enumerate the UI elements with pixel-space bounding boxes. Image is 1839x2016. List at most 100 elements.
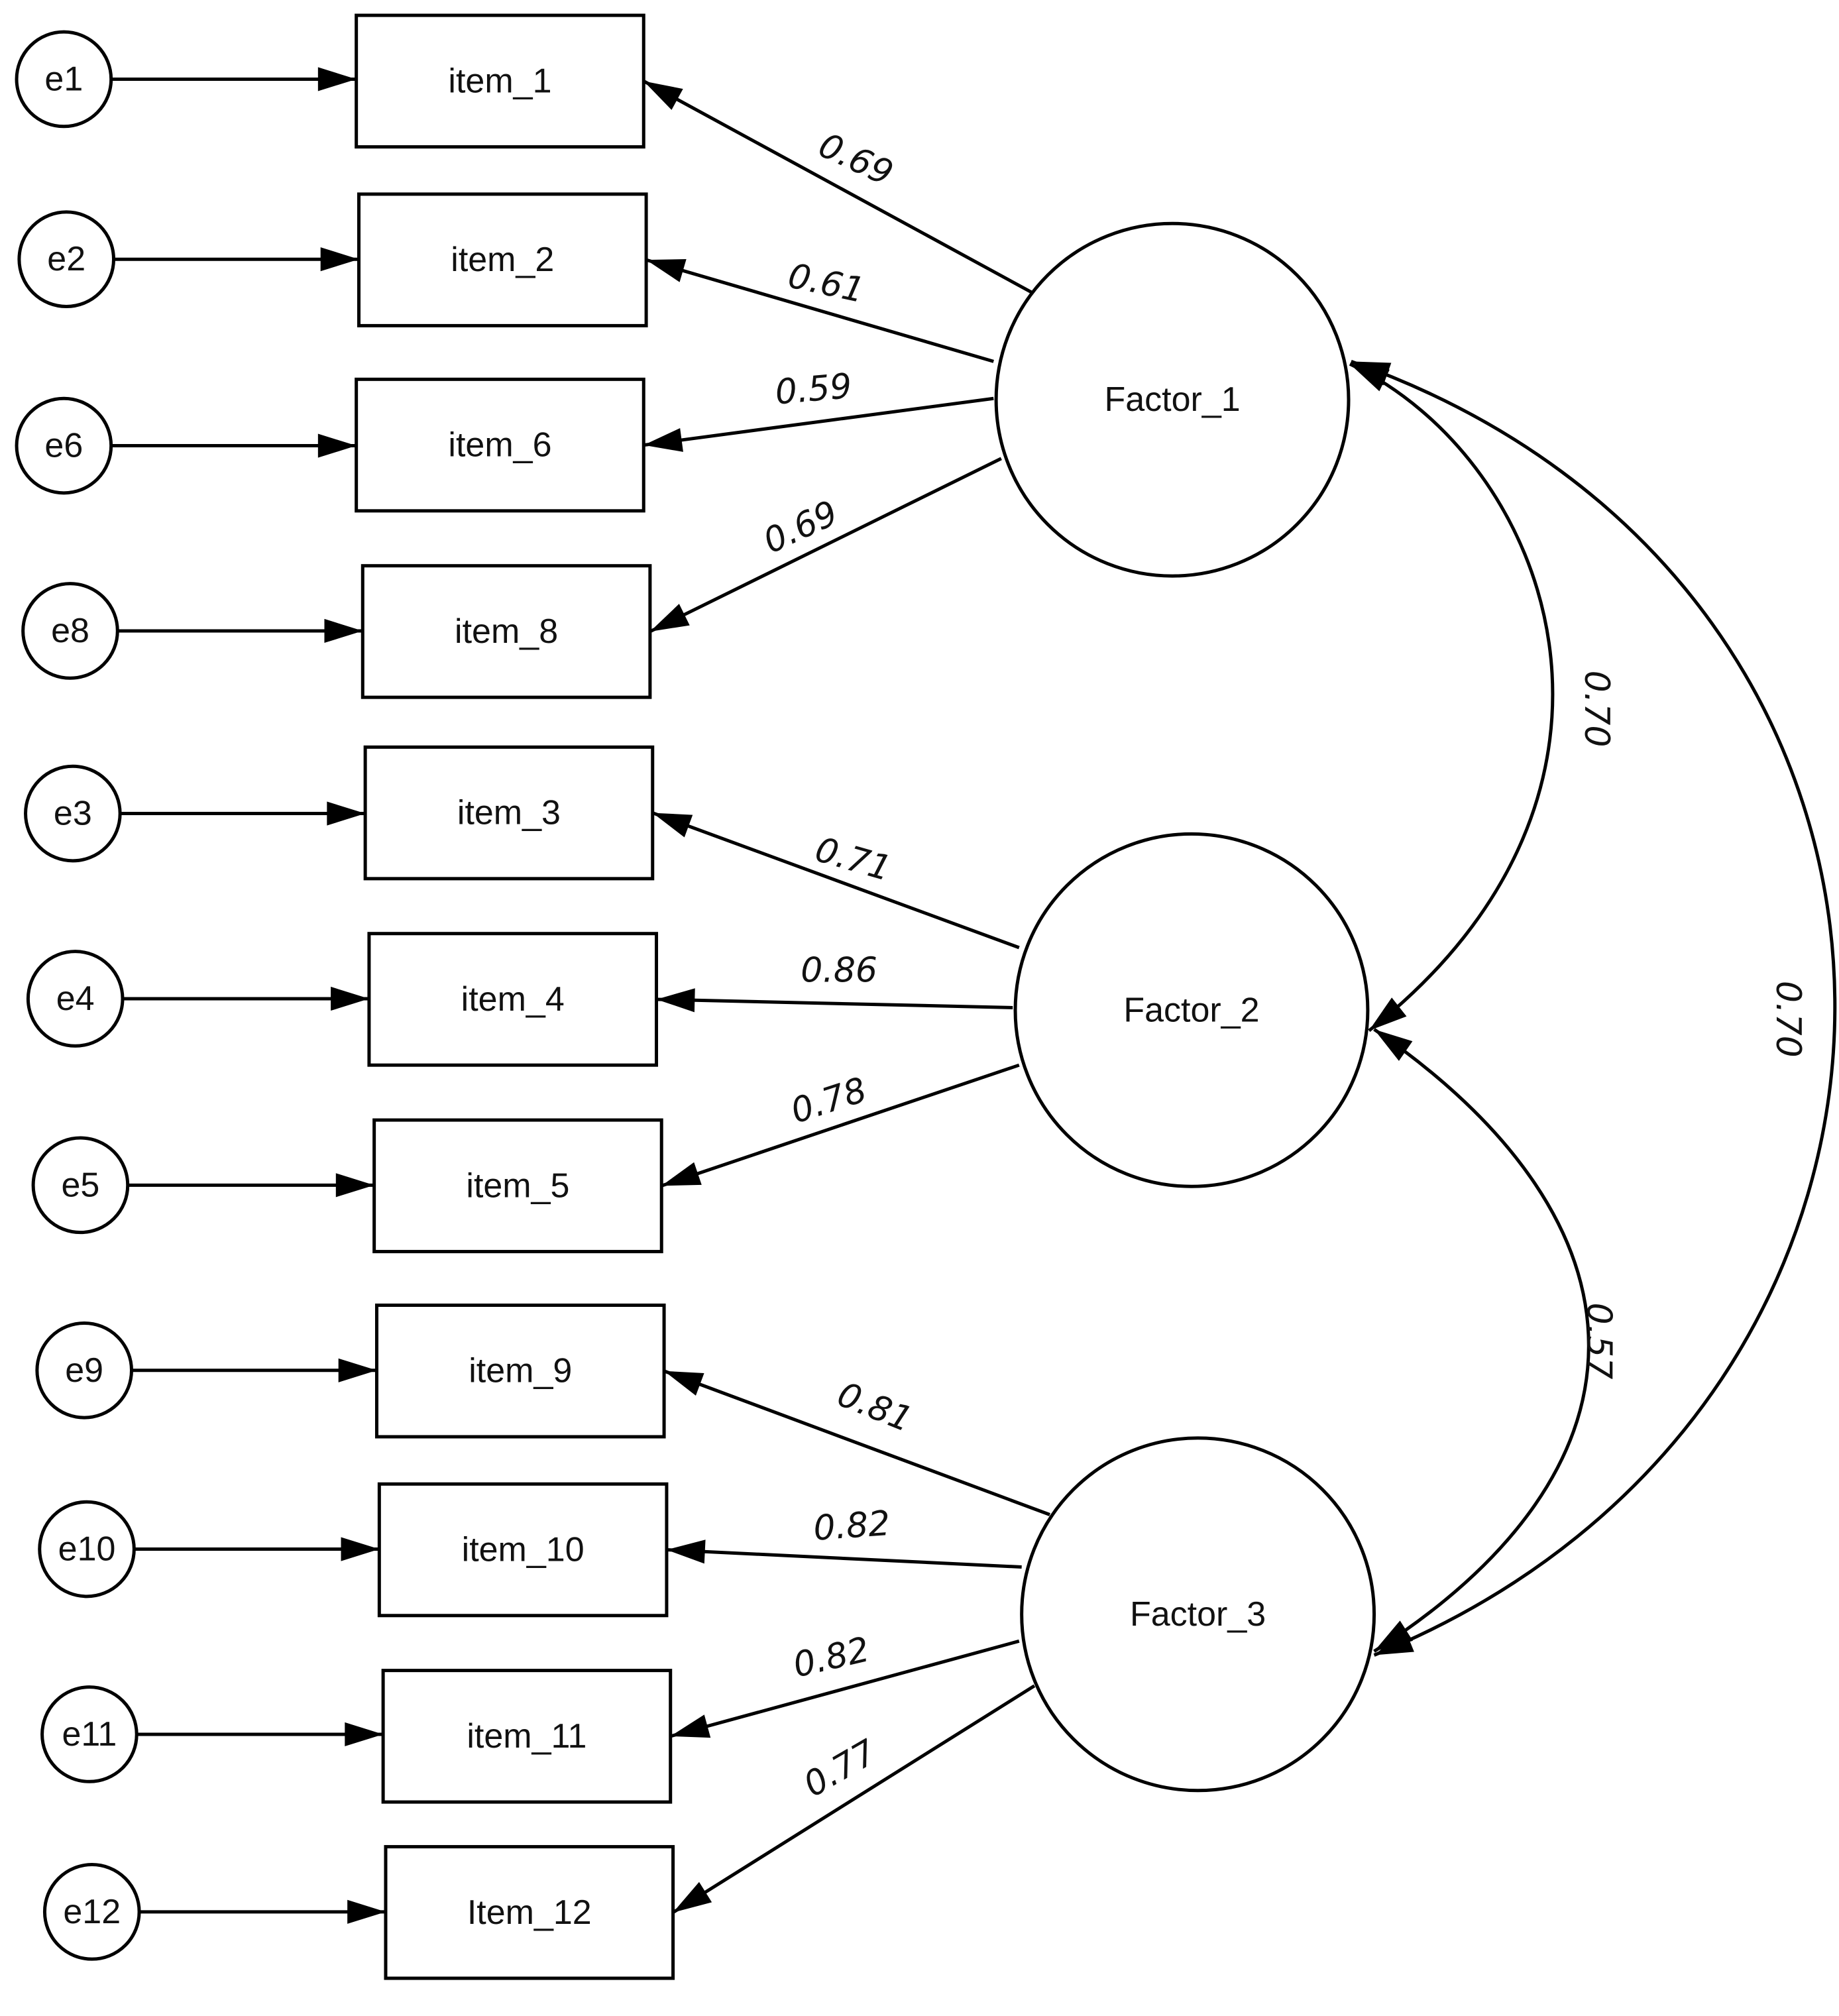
loading-arrowhead-item_10 [666,1540,706,1564]
error-arrowhead-e1 [317,67,357,91]
correlation-arrowhead-end-factor_2-factor_3 [1374,1620,1413,1652]
loading-path-item_12 [672,1684,1036,1914]
error-node-e8 [21,582,119,680]
error-label-e11: e11 [62,1715,117,1754]
error-node-e2 [17,210,116,308]
error-arrowhead-e10 [341,1537,380,1561]
error-arrowhead-e3 [327,801,366,826]
loading-value-item_8: 0.69 [757,493,844,561]
loading-value-item_4: 0.86 [801,951,877,991]
correlation-arrowhead-end-factor_1-factor_2 [1368,997,1407,1031]
error-arrowhead-e6 [317,433,357,458]
correlation-value-factor_2-factor_3: 0.57 [1579,1303,1619,1380]
correlation-arrowhead-start-factor_1-factor_3 [1351,361,1392,386]
loading-path-item_11 [670,1639,1020,1738]
loading-arrowhead-item_8 [649,604,690,632]
item-box-item_5 [372,1118,663,1254]
loading-path-item_2 [645,258,994,363]
error-arrowhead-e11 [345,1722,384,1747]
item-box-item_4 [367,932,659,1067]
loading-path-item_8 [649,457,1002,634]
error-label-e1: e1 [44,60,83,98]
item-label-item_3: item_3 [457,794,561,832]
item-box-item_10 [377,1482,669,1618]
correlation-arrowhead-end-factor_1-factor_3 [1374,1630,1414,1655]
loading-value-item_11: 0.82 [789,1630,873,1686]
error-label-e12: e12 [63,1893,121,1931]
loading-path-item_3 [651,811,1020,950]
loading-value-item_6: 0.59 [773,366,854,413]
item-label-item_5: item_5 [466,1166,569,1205]
error-label-e8: e8 [51,612,89,650]
loading-arrowhead-item_4 [656,988,695,1013]
factor-label-factor_1: Factor_1 [1104,380,1240,419]
error-node-e10 [38,1500,136,1598]
error-node-e4 [26,950,125,1048]
error-node-e11 [40,1685,139,1783]
correlation-path-factor_1-factor_2 [1349,362,1555,1033]
loading-path-item_5 [661,1063,1020,1188]
correlation-path-factor_1-factor_3 [1351,360,1837,1657]
loading-value-item_12: 0.77 [797,1732,883,1805]
loading-path-item_9 [663,1369,1050,1516]
error-label-e4: e4 [56,980,95,1018]
factor-node-factor_3 [1020,1436,1376,1793]
error-arrowhead-e8 [324,618,363,644]
loading-arrowhead-item_5 [661,1162,702,1186]
factor-label-factor_2: Factor_2 [1123,991,1259,1029]
loading-arrowhead-item_9 [664,1371,704,1396]
error-node-e6 [15,396,113,495]
error-label-e6: e6 [44,427,83,465]
item-label-item_9: item_9 [469,1352,572,1390]
item-label-item_4: item_4 [461,980,565,1019]
item-box-item_11 [381,1669,673,1804]
item-label-item_11: item_11 [467,1717,586,1756]
loading-arrowhead-item_1 [643,81,683,110]
correlation-value-factor_1-factor_3: 0.70 [1768,981,1808,1058]
error-arrowhead-e5 [335,1173,374,1198]
item-box-item_12 [384,1845,675,1980]
item-label-item_8: item_8 [455,612,558,651]
item-box-item_8 [361,564,652,699]
item-box-item_9 [374,1303,666,1439]
item-label-item_6: item_6 [448,426,551,465]
loading-path-item_10 [666,1548,1022,1569]
error-label-e3: e3 [54,795,92,833]
error-arrowhead-e9 [338,1358,377,1382]
loading-value-item_1: 0.69 [812,125,899,194]
loading-path-item_4 [656,997,1013,1009]
item-label-item_2: item_2 [451,241,554,279]
error-node-e5 [31,1136,130,1235]
loading-path-item_1 [643,80,1033,294]
error-label-e10: e10 [58,1530,116,1569]
loading-arrowhead-item_3 [652,812,693,838]
item-box-item_3 [363,745,655,881]
error-arrowhead-e4 [331,986,369,1011]
error-label-e9: e9 [65,1351,103,1390]
factor-node-factor_1 [994,221,1351,578]
correlation-arrowhead-start-factor_2-factor_3 [1374,1029,1413,1061]
loading-arrowhead-item_2 [646,259,687,282]
correlation-path-factor_2-factor_3 [1373,1028,1590,1653]
item-box-item_1 [355,13,645,149]
factor-label-factor_3: Factor_3 [1130,1595,1266,1634]
loading-arrowhead-item_11 [670,1714,711,1738]
item-label-item_12: Item_12 [467,1893,592,1932]
item-box-item_2 [357,192,648,327]
error-node-e12 [42,1863,141,1961]
error-arrowhead-e12 [347,1899,386,1924]
error-node-e3 [24,764,122,863]
loading-value-item_9: 0.81 [832,1374,918,1440]
error-label-e2: e2 [47,240,85,278]
loading-path-item_6 [643,396,994,447]
loading-arrowhead-item_6 [643,428,683,452]
error-label-e5: e5 [61,1166,99,1204]
loading-value-item_5: 0.78 [786,1070,871,1132]
loading-value-item_3: 0.71 [810,830,895,889]
loading-arrowhead-item_12 [673,1881,712,1913]
factor-node-factor_2 [1013,832,1370,1188]
error-node-e1 [15,30,113,129]
error-arrowhead-e2 [320,247,359,272]
item-label-item_10: item_10 [462,1531,585,1569]
